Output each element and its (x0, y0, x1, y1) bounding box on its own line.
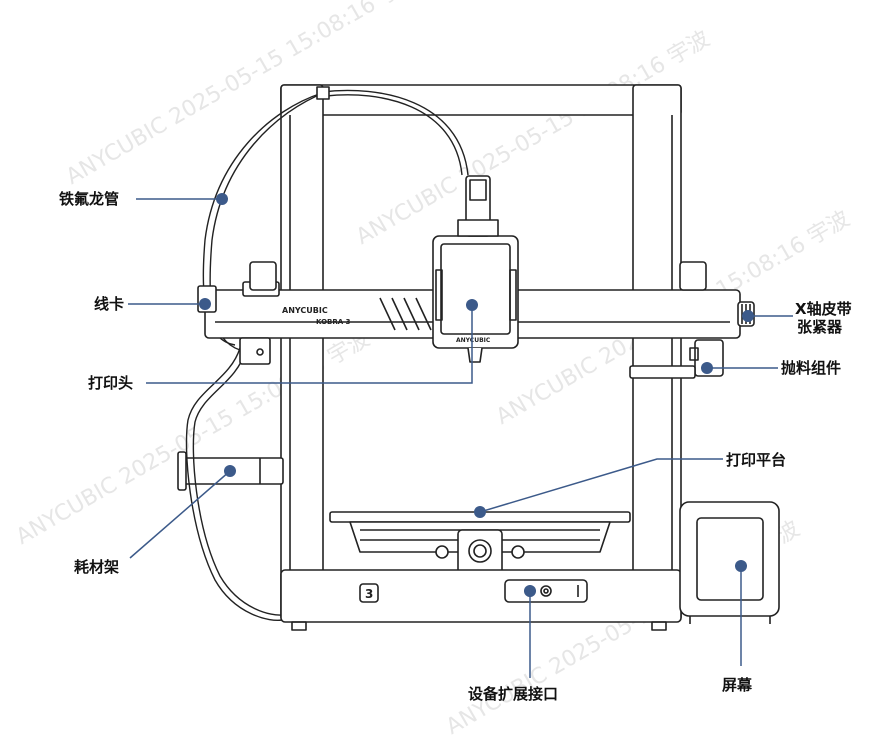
head-brand-text: ANYCUBIC (456, 337, 491, 344)
label-print-bed: 打印平台 (726, 451, 787, 469)
gantry-model-text: KOBRA 3 (316, 318, 351, 326)
callout-line-head (146, 305, 473, 384)
callout-dot-clip (199, 298, 211, 310)
callout-dot-screen (735, 560, 747, 572)
spool-holder-end (177, 451, 187, 491)
print-head-body (432, 235, 519, 349)
label-spool-holder: 耗材架 (74, 558, 120, 576)
front-badge-box (359, 583, 379, 603)
screen-display (696, 517, 764, 601)
callout-dot-port (524, 585, 536, 597)
label-ptfe-tube: 铁氟龙管 (59, 190, 120, 208)
z-leadscrew-knob (468, 539, 492, 563)
callout-dot-tensioner (742, 310, 754, 322)
callout-line-bed (479, 458, 723, 513)
callout-dot-ptfe (216, 193, 228, 205)
tube-clip-top (316, 86, 330, 100)
screen-housing (679, 501, 780, 617)
callout-dot-head (466, 299, 478, 311)
left-upright (280, 84, 324, 621)
gantry-brand-text: ANYCUBIC (282, 306, 328, 315)
right-upright (632, 84, 682, 621)
printer-base (280, 569, 682, 623)
callout-dot-bed (474, 506, 486, 518)
front-badge-text: 3 (365, 587, 373, 601)
label-purge-assembly: 抛料组件 (781, 359, 842, 377)
top-frame-bar (280, 84, 682, 116)
callout-dot-spool (224, 465, 236, 477)
callout-dot-purge (701, 362, 713, 374)
callout-line-spool (129, 470, 231, 559)
label-x-belt-tensioner-line1: X轴皮带 (795, 300, 852, 318)
label-screen: 屏幕 (722, 676, 753, 694)
expansion-port-panel (504, 579, 588, 603)
label-x-belt-tensioner-line2: 张紧器 (797, 318, 843, 336)
label-expansion-port: 设备扩展接口 (468, 685, 559, 703)
ptfe-tube-to-head (321, 89, 469, 176)
label-print-head: 打印头 (88, 374, 134, 392)
label-cable-clip: 线卡 (94, 295, 125, 313)
